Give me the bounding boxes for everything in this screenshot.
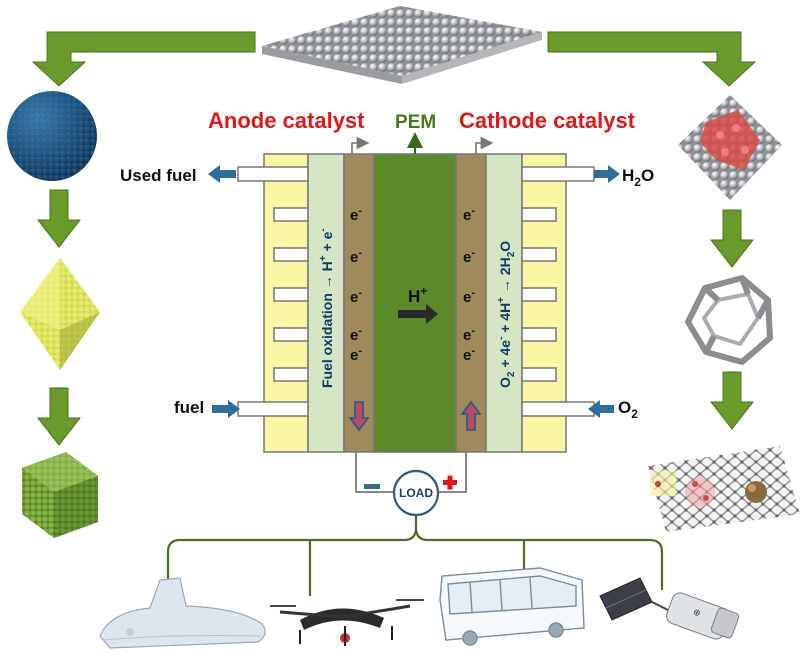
- used-fuel-label: Used fuel: [120, 166, 197, 185]
- cathode-catalyst-label: Cathode catalyst: [459, 108, 636, 133]
- flow-arrow-left-1: [36, 189, 82, 248]
- cathode-diffusion-layer: [485, 153, 523, 453]
- cathode-channels: [521, 207, 557, 382]
- minus-terminal-icon: [364, 484, 380, 489]
- external-circuit: [355, 452, 467, 493]
- plus-terminal-icon: [443, 475, 457, 490]
- green-cube-icon: [22, 452, 98, 538]
- flow-arrow-left-top: [31, 31, 256, 87]
- flow-arrow-left-2: [36, 387, 82, 446]
- oxygen-label: O2: [618, 398, 638, 421]
- electron-label: e-: [463, 325, 475, 344]
- fuel-label: fuel: [174, 398, 204, 417]
- pem-membrane: [373, 153, 457, 453]
- nanoframe-icon: [685, 275, 773, 365]
- graphene-sheet-icon: [648, 446, 800, 532]
- blue-nanosphere-icon: [7, 91, 97, 181]
- proton-transfer: H+: [398, 284, 438, 324]
- fuel-inlet-arrow: [212, 400, 240, 418]
- electron-label: e-: [350, 287, 362, 306]
- exhaust-arrows: [351, 136, 494, 154]
- water-label: H2O: [622, 166, 654, 189]
- satellite-icon: ⊕: [599, 577, 740, 640]
- electron-label: e-: [350, 325, 362, 344]
- electron-labels-left: e- e- e- e- e-: [350, 205, 362, 364]
- electron-flow-arrows: [348, 400, 482, 432]
- electron-label: e-: [463, 345, 475, 364]
- electron-label: e-: [463, 247, 475, 266]
- application-bracket: [166, 515, 664, 596]
- used-fuel-arrow: [208, 165, 236, 183]
- proton-label: H+: [408, 284, 427, 306]
- fuel-cell: e- e- e- e- e- e- e- e- e- e- H+ Fuel ox…: [237, 132, 595, 453]
- electron-label: e-: [463, 287, 475, 306]
- electron-labels-right: e- e- e- e- e-: [463, 205, 475, 364]
- cathode-reaction-label: O2 + 4e- + 4H+ → 2H2O: [496, 241, 517, 388]
- load-label: LOAD: [399, 486, 433, 500]
- oxygen-inlet-arrow: [588, 400, 614, 418]
- flow-arrow-right-top: [547, 31, 757, 87]
- pem-label: PEM: [395, 112, 436, 133]
- pt-octahedron-icon: [678, 95, 782, 200]
- gas-pipes: [237, 166, 595, 417]
- electron-label: e-: [350, 247, 362, 266]
- flow-arrow-right-2: [709, 371, 755, 430]
- yellow-octahedron-icon: [20, 258, 100, 370]
- flow-arrows: [31, 31, 757, 446]
- electron-label: e-: [350, 205, 362, 224]
- bus-icon: [439, 567, 585, 646]
- flow-arrow-right-1: [709, 209, 755, 268]
- electron-label: e-: [350, 345, 362, 364]
- proton-arrow: [398, 304, 438, 324]
- sphere-lattice-slab-icon: [262, 6, 542, 84]
- satellite-marking-icon: ⊕: [692, 606, 703, 618]
- electron-label: e-: [463, 205, 475, 224]
- anode-catalyst-label: Anode catalyst: [208, 108, 365, 133]
- water-outlet-arrow: [594, 165, 620, 183]
- drone-icon: [270, 599, 424, 646]
- submarine-icon: [99, 577, 266, 649]
- anode-reaction-label: Fuel oxidation → H+ + e-: [318, 228, 335, 388]
